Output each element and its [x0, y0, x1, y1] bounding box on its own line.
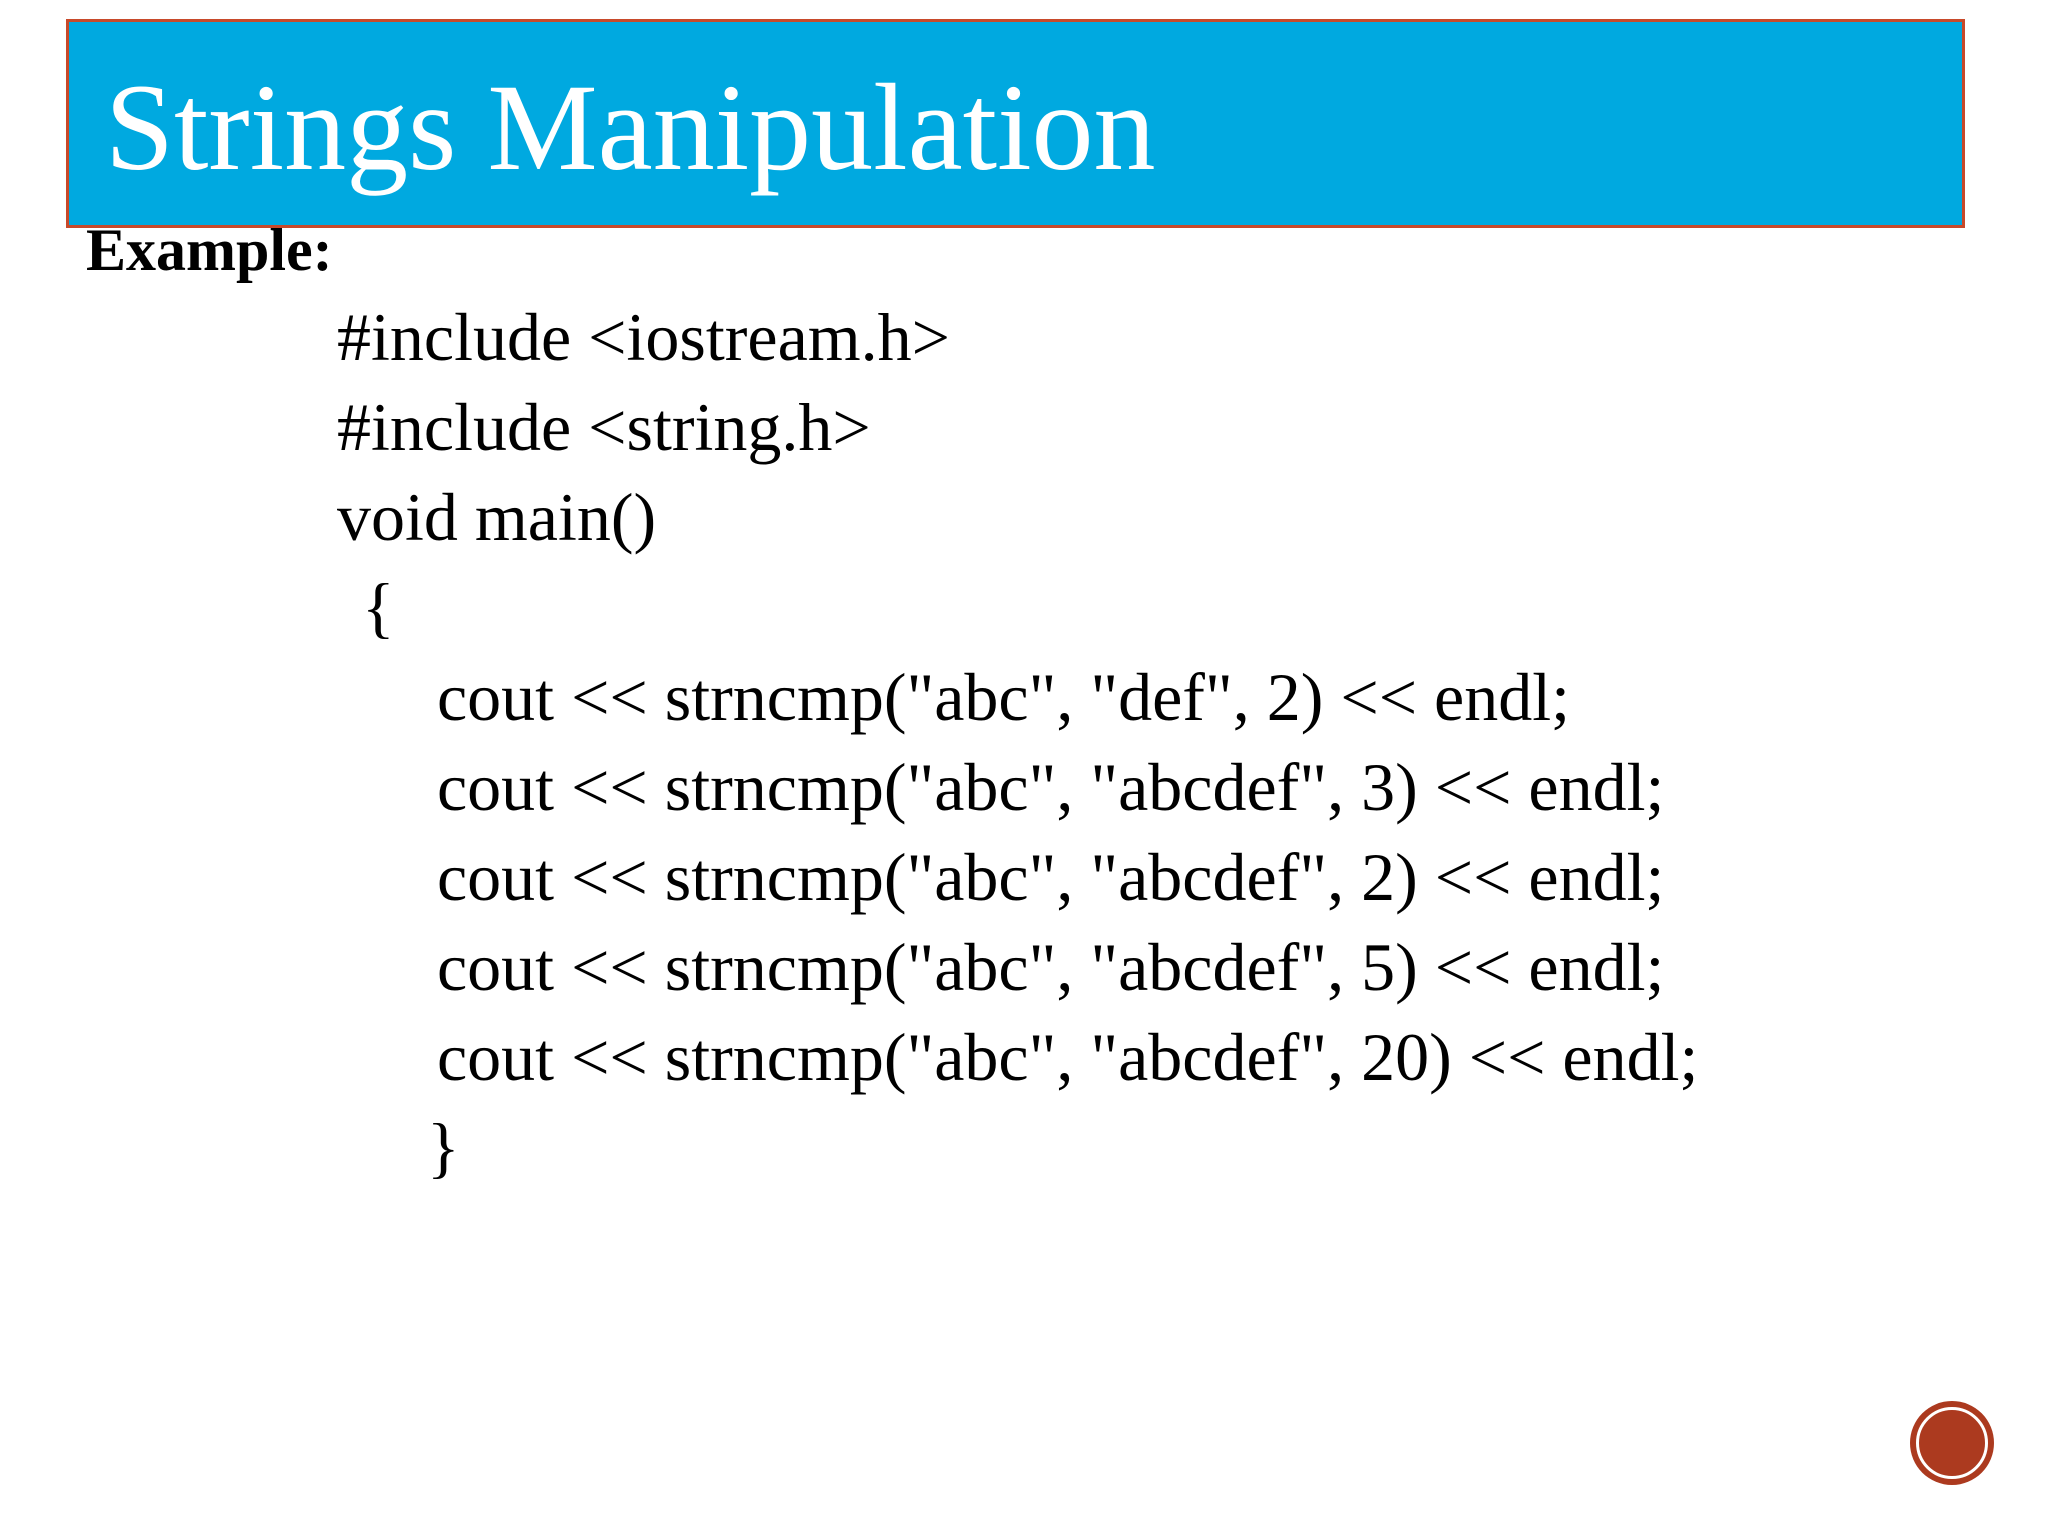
- code-block: #include <iostream.h> #include <string.h…: [337, 292, 1698, 1192]
- decoration-circle-icon: [1910, 1401, 1994, 1485]
- code-line-void-main: void main(): [337, 479, 657, 555]
- title-bar: Strings Manipulation: [66, 19, 1965, 228]
- code-line-cout-3: cout << strncmp("abc", "abcdef", 2) << e…: [437, 839, 1665, 915]
- code-line-cout-4: cout << strncmp("abc", "abcdef", 5) << e…: [437, 929, 1665, 1005]
- code-line-cout-2: cout << strncmp("abc", "abcdef", 3) << e…: [437, 749, 1665, 825]
- decoration-circle-ring: [1916, 1407, 1988, 1479]
- slide-title: Strings Manipulation: [105, 59, 1156, 197]
- code-line-include-string: #include <string.h>: [337, 389, 871, 465]
- code-line-open-brace: {: [362, 569, 395, 645]
- code-line-include-iostream: #include <iostream.h>: [337, 299, 950, 375]
- code-line-cout-1: cout << strncmp("abc", "def", 2) << endl…: [437, 659, 1571, 735]
- code-line-close-brace: }: [427, 1109, 460, 1185]
- example-label: Example:: [86, 217, 333, 283]
- code-line-cout-5: cout << strncmp("abc", "abcdef", 20) << …: [437, 1019, 1699, 1095]
